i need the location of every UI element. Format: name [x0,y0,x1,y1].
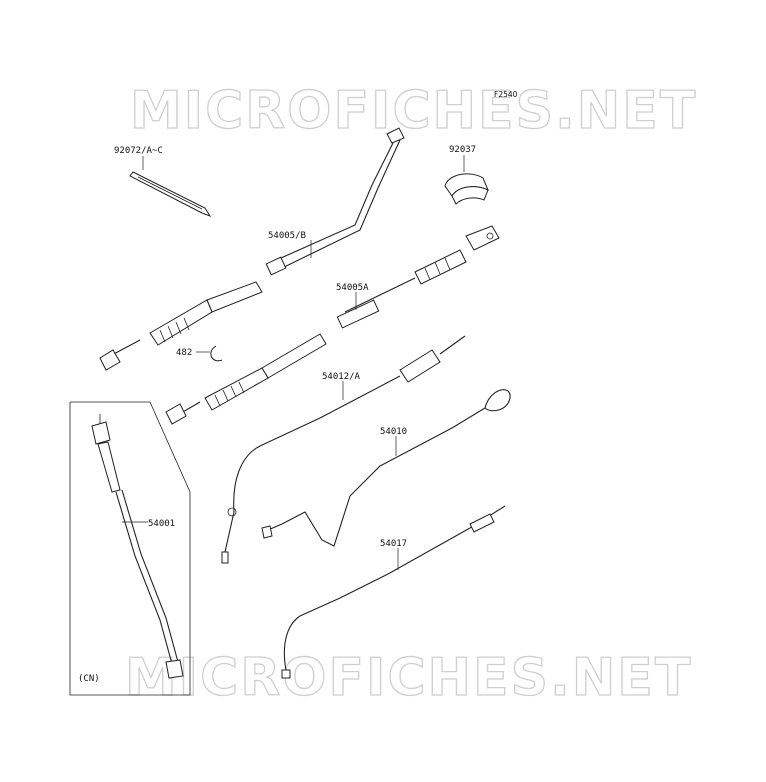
watermark-bottom: MICROFICHES.NET [125,648,692,708]
choke-cable [221,335,466,564]
region-label-cn: (CN) [78,674,100,684]
clutch-cable [281,505,506,679]
throttle-cable-right [336,225,500,329]
throttle-cable-lower [165,333,327,425]
callout-54010: 54010 [380,427,407,437]
e-clip-icon [210,345,223,362]
callout-54005B: 54005/B [268,231,306,241]
cable-tie-icon [129,171,212,217]
watermark-top: MICROFICHES.NET [130,81,697,141]
callout-482: 482 [176,348,192,358]
cn-region-frame [69,401,191,696]
throttle-cable-icon [99,281,263,371]
callout-54005A: 54005A [336,283,369,293]
throttle-cable-upper [265,127,405,276]
callout-54001: 54001 [148,519,175,529]
callout-54017: 54017 [380,539,407,549]
callout-92072: 92072/A~C [114,146,163,156]
speedometer-cable-icon [91,414,184,679]
figure-id: F2540 [494,90,518,99]
callout-54012A: 54012/A [322,372,361,382]
clamp-icon [444,173,489,205]
brake-cable [261,389,511,547]
callout-92037: 92037 [449,145,476,155]
